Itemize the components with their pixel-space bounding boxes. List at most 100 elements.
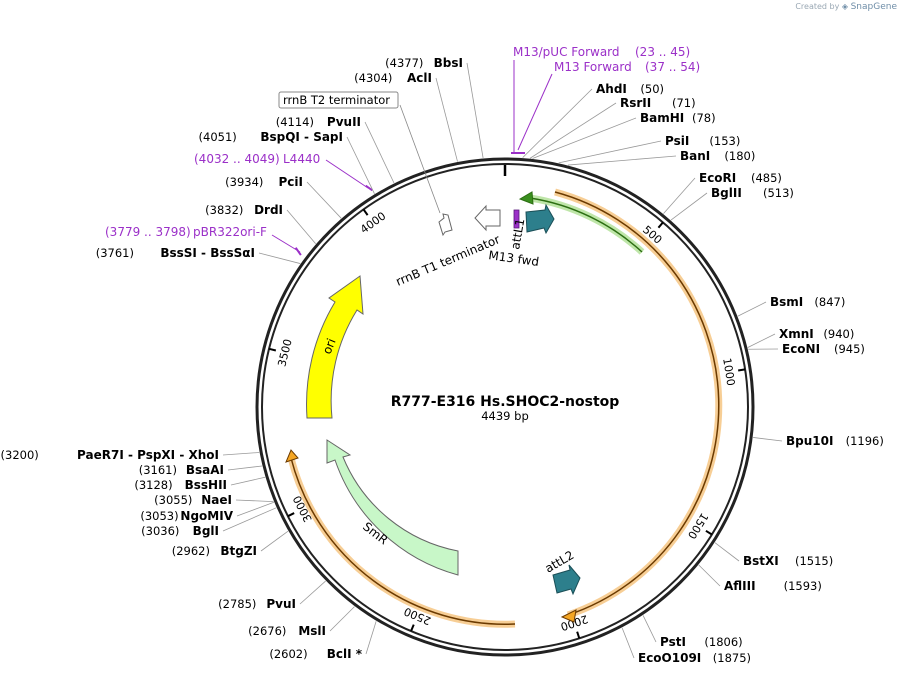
site-position: (2962) — [172, 544, 210, 558]
site-name: BamHI — [640, 111, 684, 125]
site-pvui[interactable]: PvuI (2785) — [218, 581, 325, 611]
site-bsmi[interactable]: BsmI (847) — [738, 295, 845, 316]
primer-mark-m13 — [511, 152, 525, 154]
site-name: BclI * — [327, 647, 363, 661]
site-bsshii[interactable]: BssHII (3128) — [134, 477, 265, 492]
site-position: (153) — [709, 134, 740, 148]
site-position: (3200) — [1, 448, 39, 462]
site-bglii[interactable]: BglII(513) — [671, 186, 794, 220]
attL1-arrow — [526, 205, 554, 233]
site-position: (3128) — [134, 478, 172, 492]
site-position: (847) — [814, 295, 845, 309]
tick-label: 4000 — [358, 209, 388, 236]
site-psti[interactable]: PstI(1806) — [643, 615, 743, 649]
site-name: Bpu10I — [786, 434, 833, 448]
tick-mark — [577, 632, 579, 639]
primer-range: (37 .. 54) — [645, 60, 700, 74]
site-leader — [287, 210, 316, 244]
site-bstxi[interactable]: BstXI(1515) — [715, 543, 833, 568]
site-naei[interactable]: NaeI(3055) — [154, 493, 273, 507]
site-leader — [236, 500, 274, 502]
site-name: BstXI — [743, 554, 779, 568]
watermark-brand: SnapGene — [851, 2, 897, 12]
site-position: (3832) — [205, 203, 243, 217]
site-bbsi[interactable]: BbsI(4377) — [385, 56, 483, 158]
site-position: (1875) — [713, 651, 751, 665]
tick-label: 3500 — [275, 338, 294, 368]
site-leader — [436, 78, 458, 162]
site-position: (3053) — [140, 509, 178, 523]
tick-mark — [706, 531, 712, 535]
site-position: (4051) — [199, 130, 237, 144]
site-name: BsaAI — [186, 463, 224, 477]
site-btgzi[interactable]: BtgZI (2962) — [172, 531, 288, 558]
site-name: PciI — [279, 175, 304, 189]
site-pvuii[interactable]: PvuII(4114) — [276, 115, 394, 183]
site-name: BglI — [193, 524, 219, 538]
site-name: MslI — [298, 624, 326, 638]
site-position: (2676) — [248, 624, 286, 638]
site-name: BanI — [680, 149, 710, 163]
site-leader — [753, 437, 782, 441]
site-name: PstI — [660, 635, 686, 649]
plasmid-name: R777-E316 Hs.SHOC2-nostop — [391, 394, 620, 410]
site-name: RsrII — [620, 96, 651, 110]
site-bsssi-bsss-i[interactable]: BssSI - BssSαI(3761) — [96, 246, 300, 264]
primer-name: M13/pUC Forward — [513, 45, 620, 59]
site-leader — [228, 466, 262, 470]
site-econi[interactable]: EcoNI(945) — [748, 342, 865, 356]
site-leader — [523, 89, 592, 158]
site-leader — [663, 178, 695, 214]
site-position: (3036) — [141, 524, 179, 538]
site-position: (2785) — [218, 597, 256, 611]
site-name: BssHII — [185, 478, 227, 492]
site-leader — [559, 141, 661, 163]
primer-range: (4032 .. 4049) — [194, 152, 280, 166]
site-bsaai[interactable]: BsaAI(3161) — [139, 463, 262, 477]
site-bpu10i[interactable]: Bpu10I (1196) — [753, 434, 884, 448]
site-name: PvuI — [266, 597, 296, 611]
primer-name: L4440 — [283, 152, 320, 166]
plasmid-size: 4439 bp — [481, 409, 529, 423]
site-afliii[interactable]: AflIII(1593) — [699, 565, 822, 593]
site-position: (4304) — [354, 71, 392, 85]
site-paer7i-pspxi-xhoi[interactable]: PaeR7I - PspXI - XhoI (3200) — [1, 448, 260, 462]
site-name: BbsI — [434, 56, 463, 70]
primer-leader — [518, 74, 552, 150]
site-name: PaeR7I - PspXI - XhoI — [77, 448, 219, 462]
site-name: EcoO109I — [638, 651, 701, 665]
site-bani[interactable]: BanI (180) — [568, 149, 755, 165]
site-position: (71) — [672, 96, 696, 110]
feature-label-attL1: attL1 — [508, 217, 527, 250]
tick-mark — [411, 625, 414, 631]
primer-name: M13 Forward — [554, 60, 632, 74]
site-position: (513) — [763, 186, 794, 200]
feature-label-m13-fwd: M13 fwd — [488, 248, 540, 269]
site-position: (1196) — [846, 434, 884, 448]
site-leader — [738, 302, 766, 316]
site-msli[interactable]: MslI (2676) — [248, 607, 354, 638]
site-leader — [237, 502, 274, 516]
site-position: (180) — [724, 149, 755, 163]
site-leader — [223, 452, 259, 455]
site-name: BsmI — [770, 295, 803, 309]
site-leader — [533, 118, 636, 159]
watermark: Created by ◈ SnapGene — [795, 2, 897, 12]
site-leader — [365, 122, 394, 183]
site-leader — [715, 543, 739, 561]
site-position: (78) — [692, 111, 716, 125]
rrnB-T2-arrow — [439, 214, 452, 235]
site-name: BtgZI — [220, 544, 257, 558]
site-leader — [622, 628, 634, 658]
site-position: (940) — [823, 327, 854, 341]
site-name: PvuII — [327, 115, 361, 129]
site-name: AhdI — [596, 82, 627, 96]
tick-mark — [658, 222, 663, 227]
site-leader — [643, 615, 656, 642]
site-acli[interactable]: AclI (4304) — [354, 71, 457, 162]
site-name: AclI — [407, 71, 432, 85]
site-leader — [671, 193, 707, 220]
site-leader — [300, 581, 326, 604]
